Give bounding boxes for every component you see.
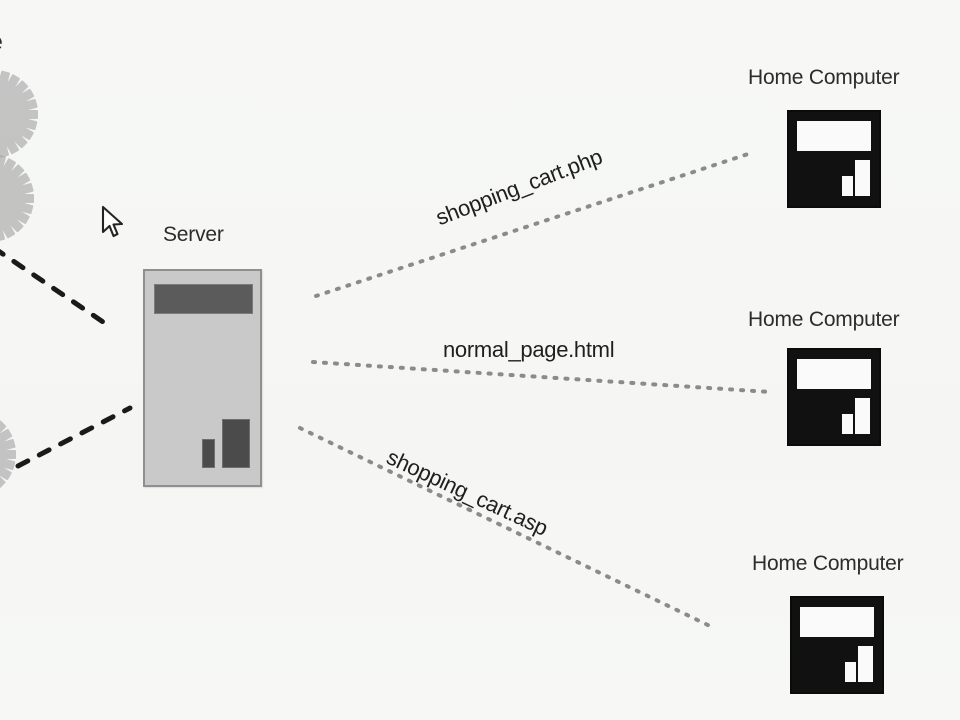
- server-indicator-bar-small: [202, 439, 215, 468]
- client-label-2: Home Computer: [748, 308, 900, 331]
- connection-label-shopping-cart-php: shopping_cart.php: [432, 143, 606, 231]
- client-indicator-bar-large-1: [855, 160, 870, 196]
- gear-icon-middle: [0, 154, 34, 242]
- client-indicator-bar-small-3: [845, 662, 856, 682]
- connection-label-shopping-cart-asp: shopping_cart.asp: [382, 444, 552, 541]
- client-label-3: Home Computer: [752, 552, 904, 575]
- gear-icon-bottom: [0, 420, 16, 489]
- connection-line-normal-page-html: [311, 360, 772, 394]
- mouse-pointer-icon: [101, 205, 124, 238]
- client-indicator-bar-large-3: [858, 646, 873, 682]
- gear-icon-top: [0, 70, 38, 158]
- server-label: Server: [163, 223, 224, 246]
- home-computer-icon-3: [790, 596, 884, 694]
- incoming-dashed-link-top: [0, 249, 115, 331]
- client-indicator-bar-large-2: [855, 398, 870, 434]
- clipped-text-fragment: e: [0, 28, 3, 57]
- server-tower-icon: [143, 269, 262, 487]
- home-computer-icon-1: [787, 110, 881, 208]
- connection-label-normal-page-html: normal_page.html: [443, 337, 615, 362]
- server-screen-bar: [154, 284, 253, 314]
- client-indicator-bar-small-2: [842, 414, 853, 434]
- client-indicator-bar-small-1: [842, 176, 853, 196]
- incoming-dashed-link-bottom: [15, 405, 133, 469]
- server-indicator-bar-large: [222, 419, 250, 468]
- client-screen-bar-2: [797, 359, 871, 389]
- home-computer-icon-2: [787, 348, 881, 446]
- client-label-1: Home Computer: [748, 66, 900, 89]
- connection-line-shopping-cart-asp: [298, 426, 716, 630]
- client-screen-bar-1: [797, 121, 871, 151]
- client-screen-bar-3: [800, 607, 874, 637]
